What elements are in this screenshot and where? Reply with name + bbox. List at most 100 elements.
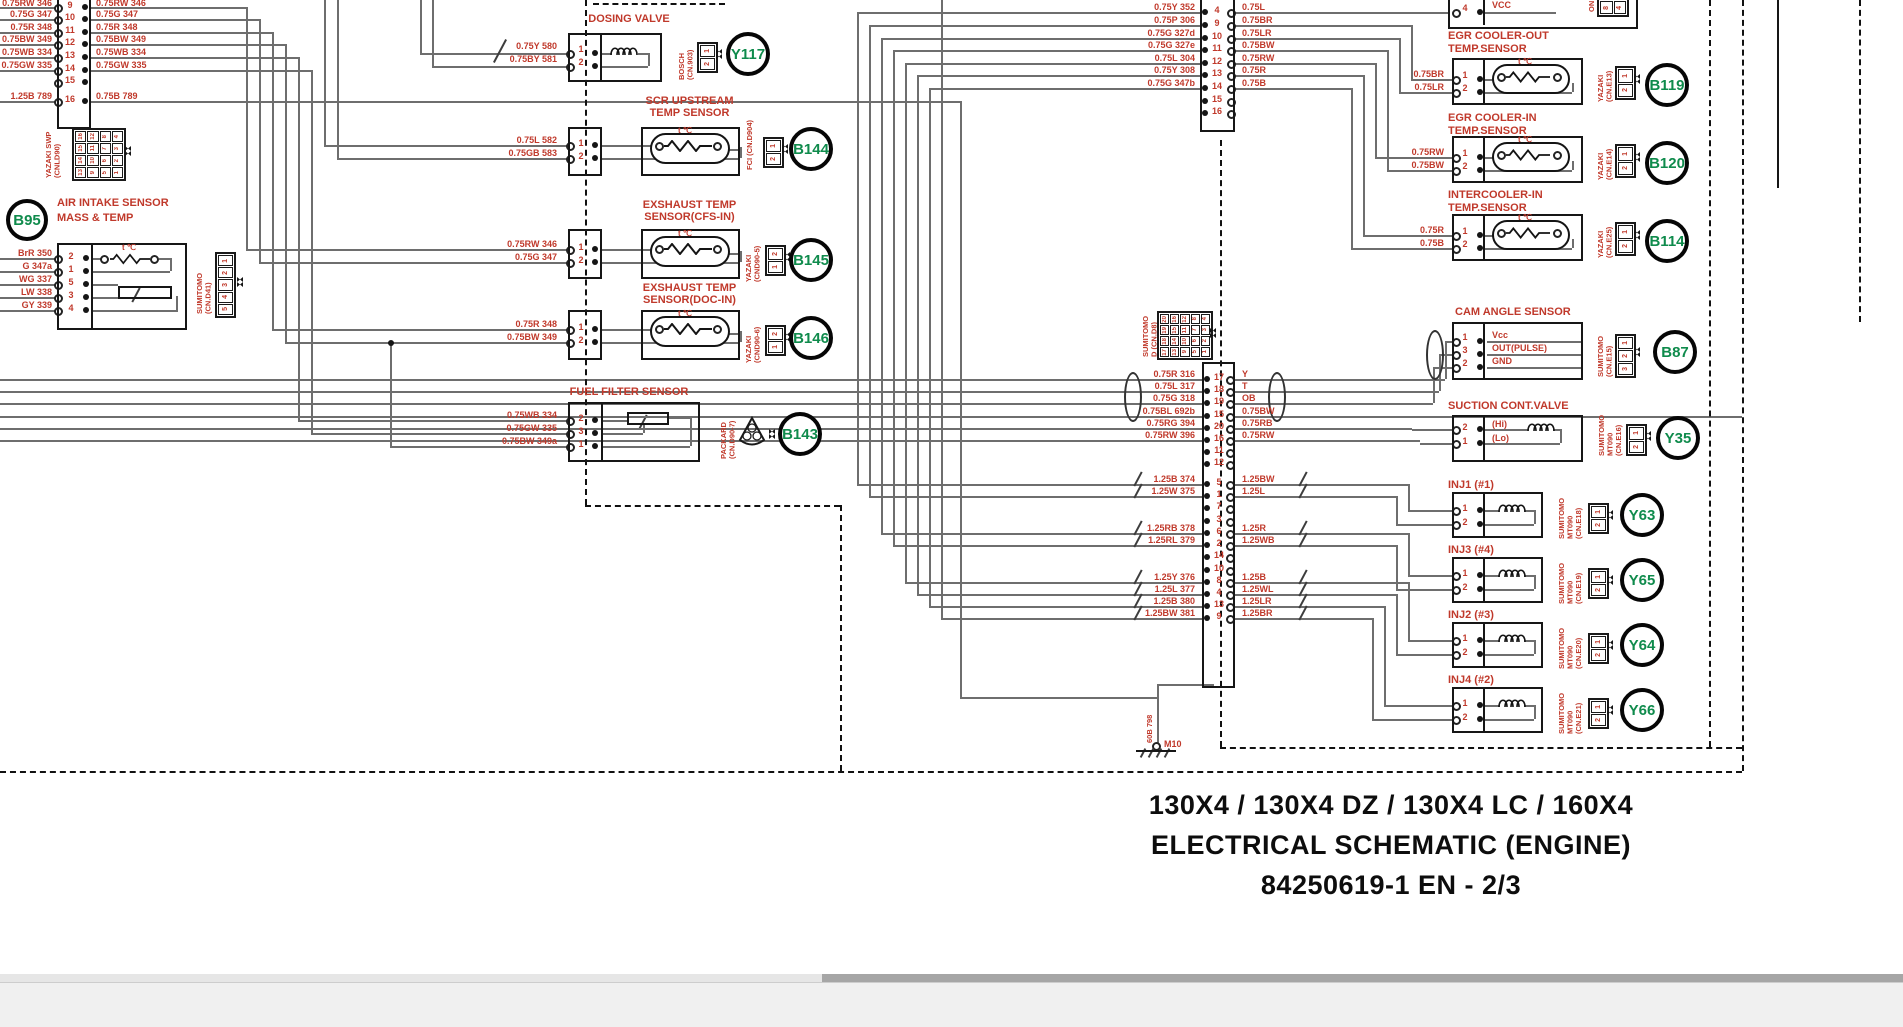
pin-number: 2 <box>578 335 584 345</box>
connector-label: YAZAKI (CND90-5) <box>744 245 762 282</box>
wire-label: Y <box>1242 369 1249 379</box>
component-title: SENSOR(DOC-IN) <box>643 294 736 306</box>
pin-number: 11 <box>1214 445 1224 455</box>
wire-label: WG 337 <box>18 274 52 284</box>
pin-number: 1 <box>578 138 584 148</box>
pin-number: 6 <box>1216 526 1222 536</box>
horizontal-scrollbar[interactable] <box>0 974 1903 982</box>
bottom-toolbar: 1 / 1 125% − + <box>0 982 1903 1027</box>
wire-label: 1.25RL 379 <box>1148 535 1195 545</box>
component-title: FUEL FILTER SENSOR <box>569 386 689 398</box>
connector-label: SUMITOMO (CN.E15) <box>1596 335 1614 377</box>
pin-number: 13 <box>64 50 75 60</box>
wire-label: G 347a <box>22 261 52 271</box>
pin-number: 8 <box>1216 575 1222 585</box>
wire-label: 1.25WB <box>1242 535 1275 545</box>
component-title: MASS & TEMP <box>57 212 134 224</box>
wire-label: T <box>1242 381 1248 391</box>
pin-number: 2 <box>1462 647 1468 657</box>
component-ref-badge: B145 <box>789 238 833 282</box>
pin-number: 2 <box>1216 538 1222 548</box>
connector-label: SUMITOMO MT090 (CN.E20) <box>1557 627 1583 669</box>
wire-label: 1.25B <box>1242 572 1267 582</box>
connector-label: SUMITOMO (CN.D41) <box>195 272 213 314</box>
pin-number: 11 <box>65 25 75 35</box>
connector <box>738 416 766 446</box>
wire-label: 0.75GW 335 <box>506 423 557 433</box>
wire-label: 0.75P 306 <box>1154 15 1195 25</box>
wire-label: 0.75RB <box>1242 418 1273 428</box>
wire-label: 0.75WB 334 <box>506 410 557 420</box>
pin-number: 1 <box>1462 70 1468 80</box>
wire-label: 0.75BW 349 <box>1 34 52 44</box>
clip-icon <box>716 49 722 59</box>
pin-number: 1 <box>1462 436 1468 446</box>
clip-icon <box>784 332 790 342</box>
clip-icon <box>1607 510 1613 520</box>
pin-number: 14 <box>1213 550 1224 560</box>
pin-number: 1 <box>1462 568 1468 578</box>
wire-label: 0.75G 347 <box>96 9 139 19</box>
component-ref-badge: B114 <box>1645 219 1689 263</box>
pin-number: 1 <box>1462 698 1468 708</box>
wire-label: 0.75RW 396 <box>1145 430 1195 440</box>
component-ref-badge: Y65 <box>1620 558 1664 602</box>
clip-icon <box>1634 152 1640 162</box>
pin-number: 2 <box>1462 83 1468 93</box>
pin-number: 3 <box>1216 514 1222 524</box>
component-title: TEMP.SENSOR <box>1448 202 1527 214</box>
signal-label: OUT(PULSE) <box>1492 343 1547 353</box>
wire-label: OB <box>1242 393 1256 403</box>
wire-label: 0.75B 789 <box>96 91 138 101</box>
signal-label: GND <box>1492 356 1512 366</box>
component-ref-badge: Y35 <box>1656 416 1700 460</box>
wire-label: 0.75WB 334 <box>1 47 52 57</box>
drawing-title-models: 130X4 / 130X4 DZ / 130X4 LC / 160X4 <box>1148 790 1634 820</box>
pin-number: 2 <box>1462 239 1468 249</box>
pin-number: 20 <box>1213 421 1224 431</box>
component-ref-badge: B146 <box>789 316 833 360</box>
wire-label: 1.25BR <box>1242 608 1273 618</box>
wire-label: 0.75G 318 <box>1152 393 1195 403</box>
pin-number: 9 <box>1214 18 1220 28</box>
pin-number: 11 <box>1212 43 1222 53</box>
ground-label: M10 <box>1164 739 1182 749</box>
wire-label: 0.75B <box>1419 238 1444 248</box>
component-title: SCR UPSTREAM <box>645 95 734 107</box>
connector-label: SUMITOMO MT090 (CN.E16) <box>1597 414 1623 456</box>
wire-label: 0.75BW <box>1242 406 1275 416</box>
wire-label: 0.75BR <box>1242 15 1273 25</box>
scrollbar-thumb[interactable] <box>822 974 1903 982</box>
wire-label: 0.75BW <box>1242 40 1275 50</box>
clip-icon <box>1645 431 1651 441</box>
pin-number: 2 <box>578 151 584 161</box>
pin-number: 14 <box>1211 81 1222 91</box>
pin-number: 14 <box>64 63 75 73</box>
clip-icon <box>1634 74 1640 84</box>
clip-icon <box>769 429 775 439</box>
component-ref-badge: B95 <box>6 199 48 241</box>
pin-number: 19 <box>1213 396 1224 406</box>
pin-number: 2 <box>578 255 584 265</box>
component-title: INJ4 (#2) <box>1448 674 1494 686</box>
pin-number: 12 <box>64 37 75 47</box>
pin-number: 3 <box>578 426 584 436</box>
pin-number: 3 <box>68 290 74 300</box>
pin-number: 10 <box>1213 563 1224 573</box>
component-title: TEMP.SENSOR <box>1448 43 1527 55</box>
wire-label: 0.75R 348 <box>515 319 557 329</box>
component-ref-badge: Y64 <box>1620 623 1664 667</box>
wire-label: 1.25RB 378 <box>1146 523 1195 533</box>
pin-number: 1 <box>1462 633 1468 643</box>
wire-label: 0.75RW 346 <box>96 0 146 8</box>
wire-label: 1.25BW <box>1242 474 1275 484</box>
wire-label: 1.25R <box>1242 523 1267 533</box>
wire-label: 0.75RW <box>1242 53 1275 63</box>
signal-label: Vcc <box>1492 330 1509 340</box>
pin-number: 2 <box>1462 161 1468 171</box>
wire-label: 0.75R <box>1419 225 1444 235</box>
wire-label: 0.75G 347 <box>514 252 557 262</box>
temperature-symbol: t ℃ <box>678 126 692 135</box>
